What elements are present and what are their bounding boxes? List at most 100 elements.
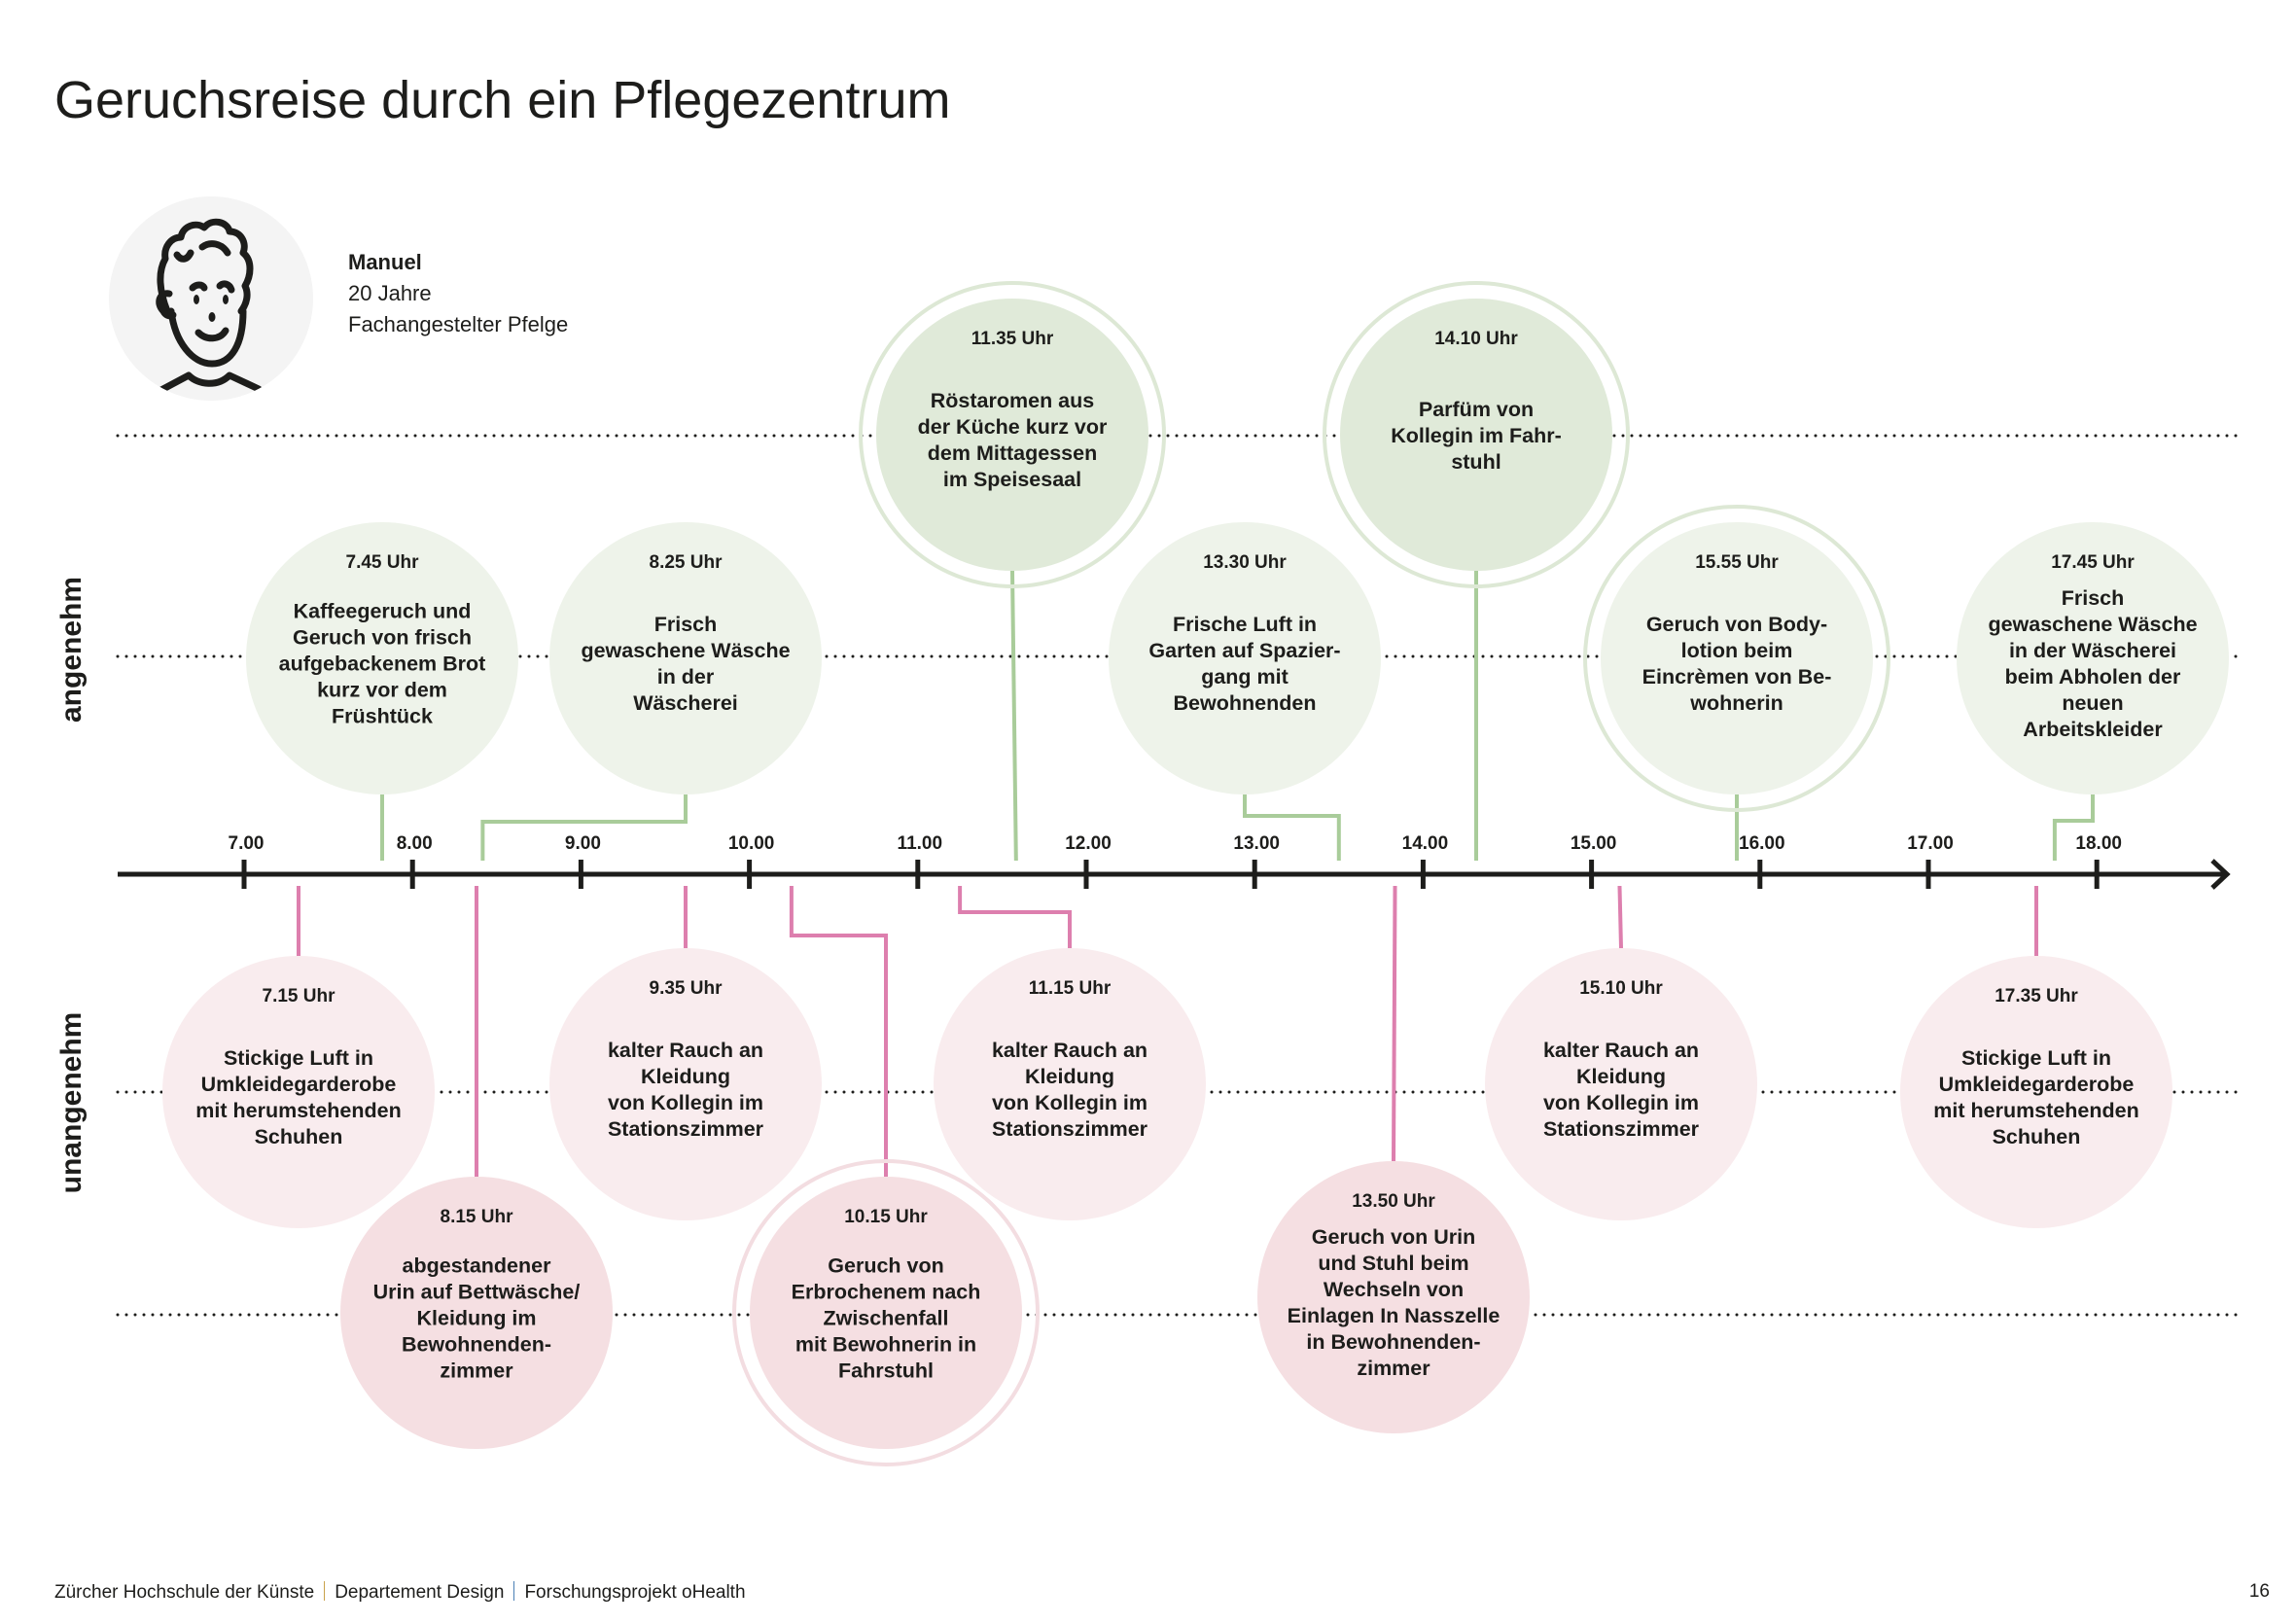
event-time: 11.15 Uhr xyxy=(1029,978,1112,999)
connector-line xyxy=(1392,885,1397,1162)
persona-info: Manuel 20 Jahre Fachangestelter Pfelge xyxy=(348,247,568,340)
event-description-line: mit Bewohnerin in xyxy=(795,1333,976,1357)
event-description-line: Geruch von Urin xyxy=(1312,1225,1475,1249)
event-description-line: zimmer xyxy=(1357,1357,1430,1380)
event-description-line: mit herumstehenden xyxy=(195,1099,401,1122)
event-description-line: Parfüm von xyxy=(1419,398,1534,421)
event-description-line: Umkleidegarderobe xyxy=(1939,1073,2135,1096)
footer-divider xyxy=(513,1581,515,1601)
event-time: 7.45 Uhr xyxy=(346,552,420,573)
event-description-line: und Stuhl beim xyxy=(1318,1252,1468,1275)
axis-tick-label: 13.00 xyxy=(1233,833,1280,854)
event-description-line: Wechseln von xyxy=(1324,1278,1464,1301)
highlight-ring xyxy=(1583,505,1890,812)
event-description-line: Arbeitskleider xyxy=(2023,718,2163,741)
event-description-line: Geruch von frisch xyxy=(293,626,472,650)
event-time: 9.35 Uhr xyxy=(650,978,724,999)
event-description-line: mit herumstehenden xyxy=(1933,1099,2138,1122)
event-time: 15.10 Uhr xyxy=(1579,978,1663,999)
event-description-line: Schuhen xyxy=(255,1125,343,1148)
bubble-circle xyxy=(934,948,1206,1220)
event-time: 17.45 Uhr xyxy=(2051,552,2135,573)
avatar xyxy=(109,196,313,401)
event-time: 10.15 Uhr xyxy=(844,1207,928,1227)
event-description-line: Kleidung xyxy=(641,1065,730,1088)
event-time: 11.35 Uhr xyxy=(971,329,1054,349)
event-description-line: Röstaromen aus xyxy=(931,389,1095,412)
axis-tick-label: 17.00 xyxy=(1907,833,1954,854)
event-description-line: Frisch xyxy=(654,613,718,636)
persona-role: Fachangestelter Pfelge xyxy=(348,312,569,336)
event-description-line: Erbrochenem nach xyxy=(792,1281,981,1304)
event-description-line: Stationszimmer xyxy=(1543,1117,1700,1141)
event-description-line: in der Wäscherei xyxy=(2009,639,2176,662)
connector-line xyxy=(2052,794,2095,861)
bubble-circle xyxy=(1109,522,1381,794)
event-time: 14.10 Uhr xyxy=(1434,329,1518,349)
event-description-line: Frische Luft in xyxy=(1173,613,1317,636)
event-description-line: Stationszimmer xyxy=(608,1117,764,1141)
persona-name: Manuel xyxy=(348,250,422,274)
bubble-circle xyxy=(1957,522,2229,794)
event-description-line: Kaffeegeruch und xyxy=(294,600,472,623)
axis-arrow-icon xyxy=(2210,859,2231,890)
event-description-line: kurz vor dem xyxy=(317,679,447,702)
footer-project: Forschungsprojekt oHealth xyxy=(524,1582,746,1603)
event-description-line: Umkleidegarderobe xyxy=(201,1073,397,1096)
page-number: 16 xyxy=(2248,1581,2270,1602)
event-description-line: Schuhen xyxy=(1993,1125,2081,1148)
event-description-line: Früshtück xyxy=(332,705,433,728)
axis-tick-label: 10.00 xyxy=(728,833,775,854)
event-description-line: Geruch von Body- xyxy=(1646,613,1827,636)
event-description-line: wohnerin xyxy=(1689,691,1783,715)
axis-tick-label: 12.00 xyxy=(1065,833,1112,854)
event-description-line: Frisch xyxy=(2062,586,2125,610)
bubble-circle xyxy=(549,948,822,1220)
event-description-line: von Kollegin im xyxy=(608,1091,763,1114)
event-description-line: dem Mittagessen xyxy=(928,441,1097,465)
highlight-ring xyxy=(859,281,1166,588)
event-description-line: Stationszimmer xyxy=(992,1117,1148,1141)
event-description-line: Stickige Luft in xyxy=(1961,1046,2111,1070)
connector-line xyxy=(789,886,888,1177)
event-description-line: Bewohnenden- xyxy=(402,1333,551,1357)
bubble-circle xyxy=(750,1177,1022,1449)
event-description-line: Kleidung im xyxy=(416,1307,536,1330)
event-description-line: im Speisesaal xyxy=(943,468,1081,491)
axis-tick-label: 7.00 xyxy=(229,833,265,854)
category-label-pleasant: angenehm xyxy=(55,577,88,723)
bubble-circle xyxy=(1257,1161,1530,1433)
curly-haired-person-icon xyxy=(156,218,263,395)
event-description-line: Eincrèmen von Be- xyxy=(1642,665,1832,688)
connector-line xyxy=(1617,885,1623,949)
event-description-line: von Kollegin im xyxy=(992,1091,1148,1114)
event-description-line: der Küche kurz vor xyxy=(918,415,1108,439)
event-time: 7.15 Uhr xyxy=(263,986,336,1006)
event-description-line: Stickige Luft in xyxy=(224,1046,373,1070)
event-description-line: Bewohnenden xyxy=(1174,691,1317,715)
highlight-ring xyxy=(1323,281,1630,588)
footer-department: Departement Design xyxy=(335,1582,505,1603)
event-description-line: Kleidung xyxy=(1576,1065,1666,1088)
event-time: 15.55 Uhr xyxy=(1695,552,1779,573)
event-description-line: Wäscherei xyxy=(633,691,738,715)
bubble-circle xyxy=(162,956,435,1228)
event-description-line: kalter Rauch an xyxy=(992,1039,1148,1062)
event-description-line: Fahrstuhl xyxy=(838,1359,934,1383)
event-description-line: gewaschene Wäsche xyxy=(1988,613,2197,636)
connector-line xyxy=(1243,794,1341,861)
bubble-circle xyxy=(246,522,518,794)
bubble-circle xyxy=(1601,522,1873,794)
connector-line xyxy=(480,794,688,861)
bubble-circle xyxy=(1485,948,1757,1220)
